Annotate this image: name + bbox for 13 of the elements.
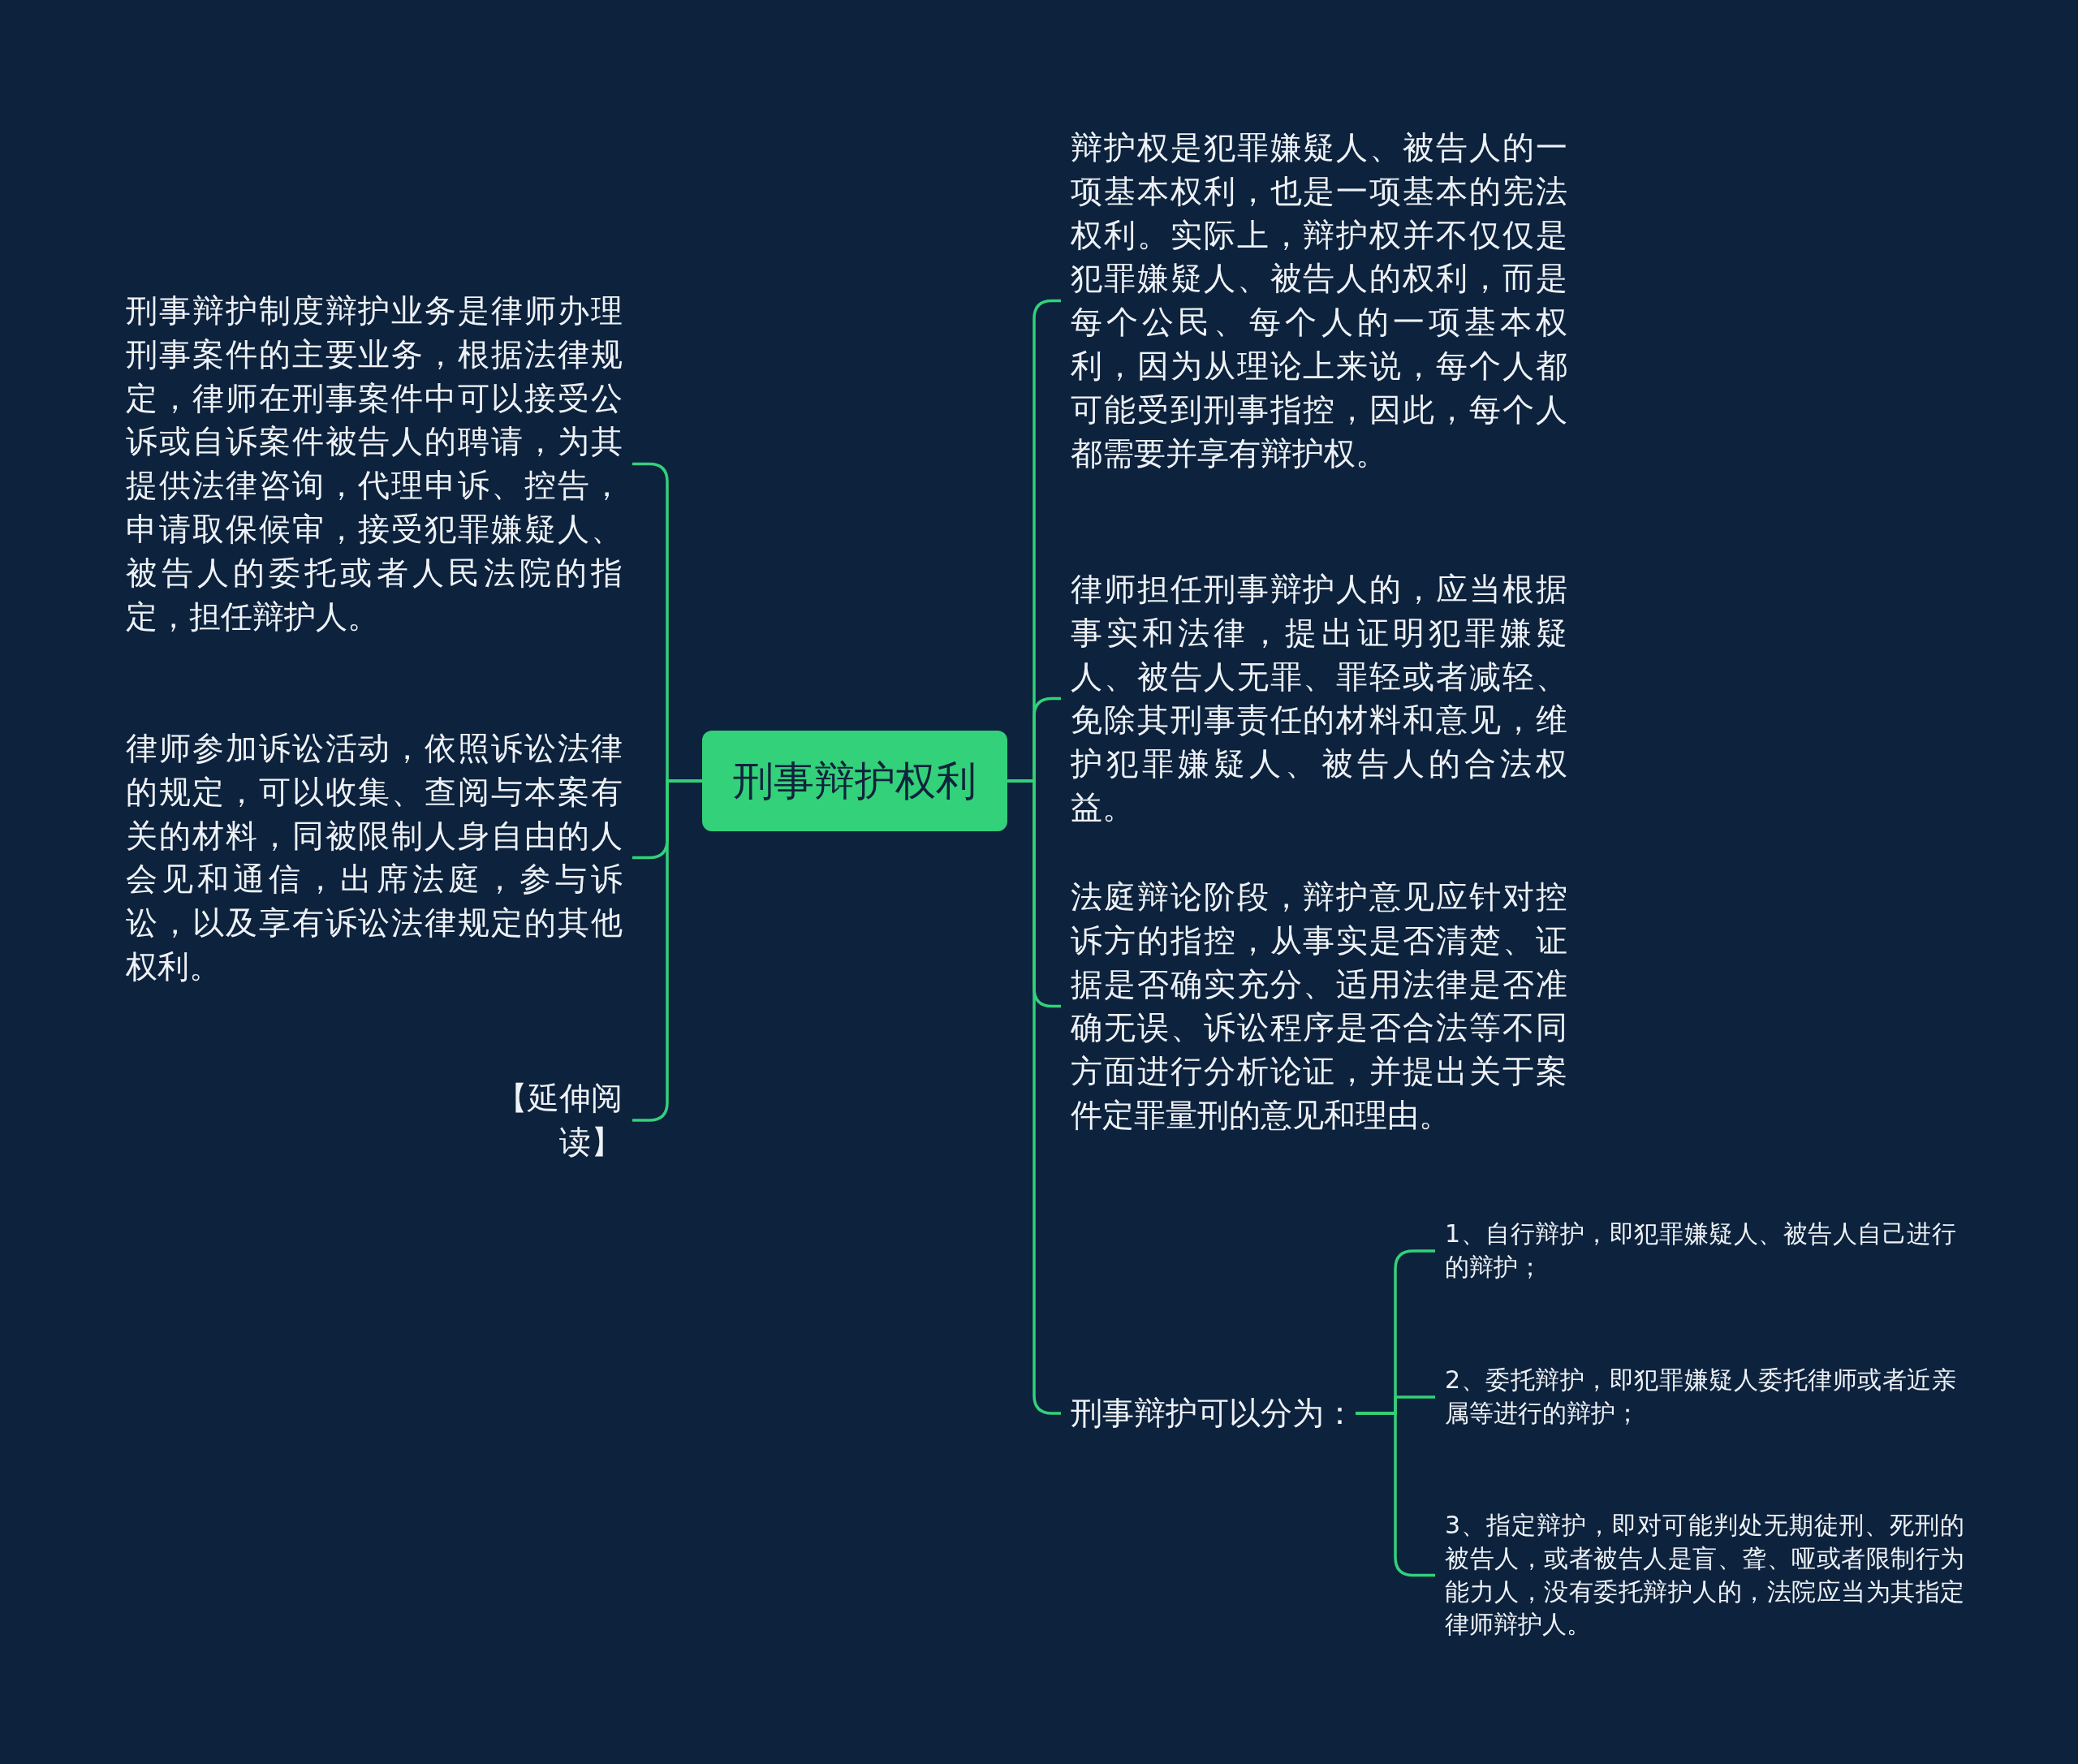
branch-text: 刑事辩护可以分为： [1071,1391,1356,1435]
branch-text: 律师担任刑事辩护人的，应当根据事实和法律，提出证明犯罪嫌疑人、被告人无罪、罪轻或者减轻、免除其刑事责任的材料和意见，维护犯罪嫌疑人、被告人的合法权益。 [1071,567,1567,830]
sub-item-text: 2、委托辩护，即犯罪嫌疑人委托律师或者近亲属等进行的辩护； [1445,1364,1956,1430]
connector [632,779,702,1122]
branch-text: 【延伸阅读】 [451,1076,623,1164]
branch-text: 辩护权是犯罪嫌疑人、被告人的一项基本权利，也是一项基本的宪法权利。实际上，辩护权并不仅仅是犯罪嫌疑人、被告人的权利，而是每个公民、每个人的一项基本权利，因为从理论上来说，每个人都可能受到刑事指控，因此，每个人都需要并享有辩护权。 [1071,126,1567,476]
topic-box: 刑事辩护权利 [702,731,1007,831]
branch-text: 法庭辩论阶段，辩护意见应针对控诉方的指控，从事实是否清楚、证据是否确实充分、适用法律是否准确无误、诉讼程序是否合法等不同方面进行分析论证，并提出关于案件定罪量刑的意见和理由。 [1071,875,1567,1137]
branch-text: 律师参加诉讼活动，依照诉讼法律的规定，可以收集、查阅与本案有关的材料，同被限制人身自由的人会见和通信，出席法庭，参与诉讼，以及享有诉讼法律规定的其他权利。 [126,727,623,989]
branch-text: 刑事辩护制度辩护业务是律师办理刑事案件的主要业务，根据法律规定，律师在刑事案件中可以接受公诉或自诉案件被告人的聘请，为其提供法律咨询，代理申诉、控告，申请取保候审，接受犯罪嫌疑人、被告人的委托或者人民法院的指定，担任辩护人。 [126,289,623,639]
sub-item-text: 3、指定辩护，即对可能判处无期徒刑、死刑的被告人，或者被告人是盲、聋、哑或者限制行为能力人，没有委托辩护人的，法院应当为其指定律师辩护人。 [1445,1509,1964,1642]
connector [1356,1412,1435,1577]
sub-item-text: 1、自行辩护，即犯罪嫌疑人、被告人自己进行的辩护； [1445,1218,1956,1284]
